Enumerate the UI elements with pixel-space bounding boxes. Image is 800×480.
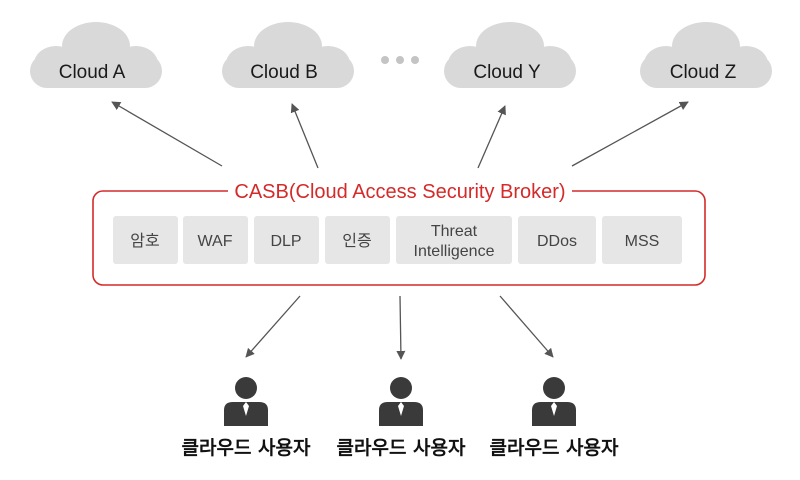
cloud-a-label: Cloud A (59, 62, 126, 83)
module-ddos-label: DDos (537, 233, 577, 250)
arrow-to-cloud-a (111, 101, 223, 167)
module-intelligence-label: Intelligence (414, 243, 495, 260)
casb-title-backdrop (228, 180, 572, 202)
module-waf-label: WAF (198, 233, 233, 250)
casb-box: CASB(Cloud Access Security Broker) (92, 180, 706, 286)
cloud-y-label: Cloud Y (473, 62, 541, 83)
arrows-to-users (245, 295, 554, 360)
arrow-to-cloud-y (477, 105, 506, 169)
cloud-z-label: Cloud Z (670, 62, 737, 83)
cloud-b: Cloud B (222, 22, 354, 88)
module-dlp: DLP (254, 216, 319, 264)
module-ddos: DDos (518, 216, 596, 264)
user-3-label: 클라우드 사용자 (490, 437, 619, 459)
arrow-to-cloud-b (290, 103, 319, 169)
arrow-to-user-1 (245, 295, 301, 358)
user-1-label: 클라우드 사용자 (182, 437, 311, 459)
user-1-icon (224, 377, 268, 426)
module-dlp-label: DLP (270, 233, 301, 250)
casb-title: CASB(Cloud Access Security Broker) (234, 181, 565, 203)
module-encryption-label: 암호 (130, 232, 159, 250)
cloud-a: Cloud A (30, 22, 162, 88)
arrow-to-user-2 (396, 295, 406, 360)
cloud-b-label: Cloud B (250, 62, 318, 83)
arrow-to-user-3 (499, 295, 554, 358)
arrows-to-clouds (111, 101, 689, 169)
user-1: 클라우드 사용자 (182, 377, 311, 459)
module-waf: WAF (183, 216, 248, 264)
ellipsis-dots (381, 56, 419, 64)
arrow-to-cloud-z (571, 101, 689, 167)
cloud-z: Cloud Z (640, 22, 772, 88)
module-authentication-label: 인증 (342, 232, 371, 250)
user-3-icon (532, 377, 576, 426)
module-encryption: 암호 (113, 216, 178, 264)
user-2-icon (379, 377, 423, 426)
user-2: 클라우드 사용자 (337, 377, 466, 459)
module-threat-label: Threat (431, 223, 478, 240)
cloud-y: Cloud Y (444, 22, 576, 88)
module-authentication: 인증 (325, 216, 390, 264)
user-3: 클라우드 사용자 (490, 377, 619, 459)
user-2-label: 클라우드 사용자 (337, 437, 466, 459)
module-mss: MSS (602, 216, 682, 264)
module-mss-label: MSS (625, 233, 660, 250)
casb-modules: 암호 WAF DLP 인증 Threat Intelligence DDos M… (113, 216, 682, 264)
module-threat-intelligence: Threat Intelligence (396, 216, 512, 264)
